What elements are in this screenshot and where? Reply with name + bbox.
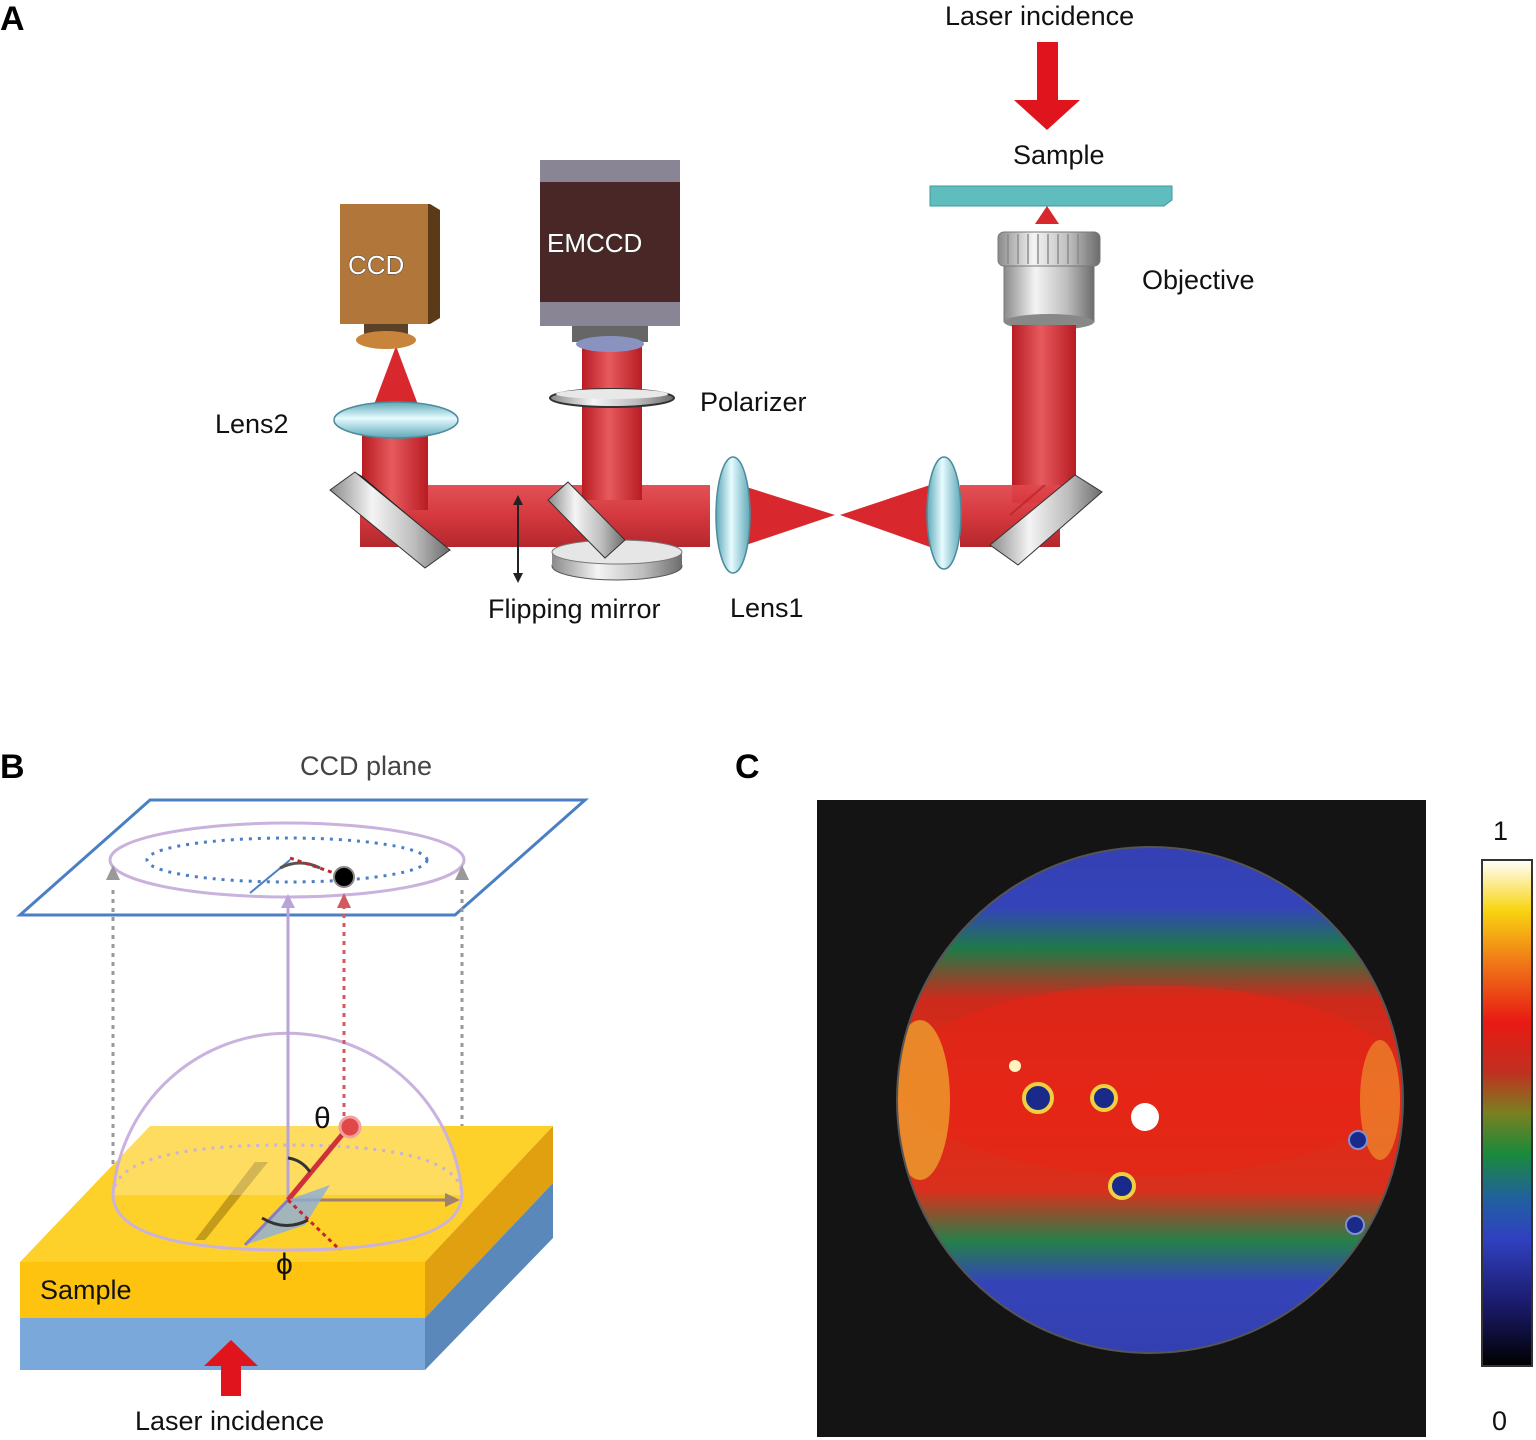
laser-arrow-icon bbox=[1014, 42, 1080, 130]
ccd-plane-label: CCD plane bbox=[300, 751, 432, 781]
colorbar-max-label: 1 bbox=[1493, 816, 1508, 846]
lens1-second bbox=[926, 456, 962, 570]
lens2-label: Lens2 bbox=[215, 409, 289, 439]
theta-symbol: θ bbox=[314, 1102, 331, 1135]
back-focal-plane-image bbox=[897, 847, 1403, 1353]
polarizer-label: Polarizer bbox=[700, 387, 807, 417]
emitter-dot bbox=[338, 1115, 362, 1139]
laser-arrow-b-icon bbox=[204, 1340, 258, 1396]
sample-label-b: Sample bbox=[40, 1275, 132, 1305]
phi-symbol: ϕ bbox=[276, 1248, 293, 1281]
panel-a-label: A bbox=[0, 0, 25, 38]
sample-plate bbox=[929, 185, 1173, 207]
panel-c-label: C bbox=[735, 748, 760, 786]
objective bbox=[997, 231, 1101, 330]
lens2 bbox=[333, 401, 459, 439]
lens1-label: Lens1 bbox=[730, 593, 804, 623]
ccd-label: CCD bbox=[348, 250, 404, 280]
left-mirror bbox=[329, 471, 452, 569]
sample-label-a: Sample bbox=[1013, 140, 1105, 170]
right-mirror bbox=[989, 474, 1103, 566]
ccd-camera bbox=[340, 204, 440, 349]
polarizer bbox=[549, 388, 675, 408]
ccd-spot bbox=[333, 866, 355, 888]
colorbar bbox=[1481, 859, 1533, 1367]
lens1 bbox=[715, 456, 751, 574]
laser-incidence-label-a: Laser incidence bbox=[945, 1, 1134, 31]
panel-b-label: B bbox=[0, 748, 25, 786]
flipping-mirror-label: Flipping mirror bbox=[488, 594, 661, 624]
emccd-camera bbox=[540, 160, 680, 352]
emccd-label: EMCCD bbox=[547, 228, 642, 258]
laser-incidence-label-b: Laser incidence bbox=[135, 1406, 324, 1436]
colorbar-min-label: 0 bbox=[1492, 1406, 1507, 1436]
beam-path bbox=[360, 325, 1076, 547]
objective-label: Objective bbox=[1142, 265, 1255, 295]
bright-spots bbox=[1009, 1060, 1368, 1235]
flipping-mirror bbox=[513, 481, 683, 583]
ccd-plane-dotted-ring bbox=[145, 836, 429, 884]
